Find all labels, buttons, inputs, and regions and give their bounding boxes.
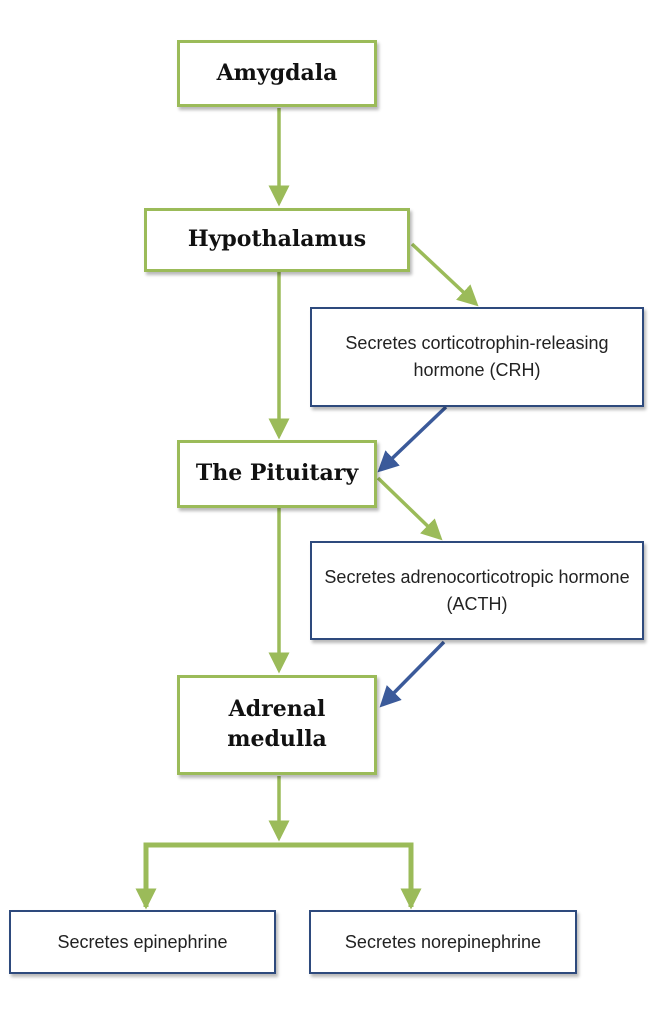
adrenal-medulla-label: Adrenal medulla	[227, 696, 327, 752]
arrow-hypothalamus-to-crh	[410, 242, 479, 307]
norepinephrine-label: Secretes norepinephrine	[344, 931, 542, 952]
hypothalamus-box: Hypothalamus	[144, 208, 410, 272]
amygdala-box: Amygdala	[177, 40, 377, 107]
branch-line	[143, 842, 414, 907]
hypothalamus-label: Hypothalamus	[187, 226, 367, 253]
acth-label: Secretes adrenocorticotropic hormone (AC…	[324, 566, 630, 614]
norepinephrine-box: Secretes norepinephrine	[309, 910, 577, 974]
crh-label: Secretes corticotrophin-releasing hormon…	[345, 333, 609, 380]
crh-box: Secretes corticotrophin-releasing hormon…	[310, 307, 644, 407]
pituitary-label: The Pituitary	[195, 460, 359, 487]
arrow-crh-to-pituitary	[377, 405, 448, 473]
acth-box: Secretes adrenocorticotropic hormone (AC…	[310, 541, 644, 640]
epinephrine-label: Secretes epinephrine	[57, 931, 228, 952]
arrow-acth-to-adrenal	[379, 640, 446, 708]
amygdala-label: Amygdala	[216, 59, 338, 86]
pituitary-box: The Pituitary	[177, 440, 377, 508]
arrow-pituitary-to-acth	[376, 476, 443, 541]
epinephrine-box: Secretes epinephrine	[9, 910, 276, 974]
adrenal-medulla-box: Adrenal medulla	[177, 675, 377, 775]
